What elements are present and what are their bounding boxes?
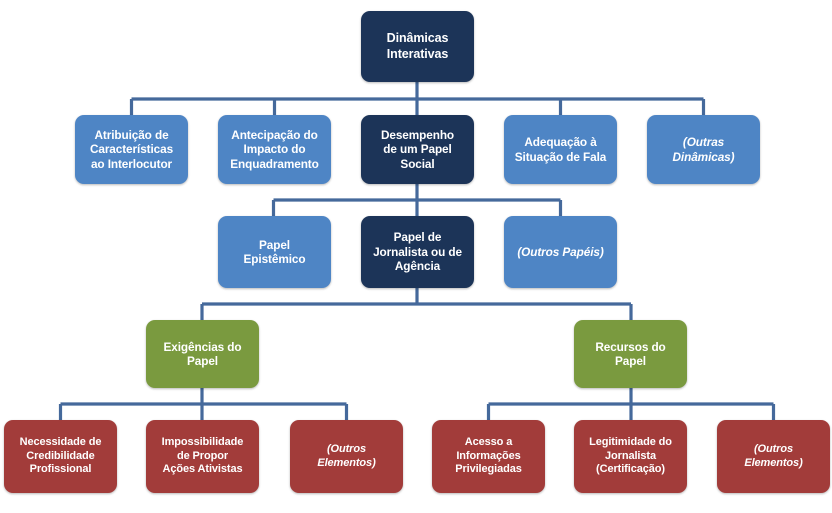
node-label: Antecipação do Impacto do Enquadramento [230,127,319,171]
node-label: (Outros Elementos) [317,443,376,469]
node-exigencias-do-papel[interactable]: Exigências do Papel [146,320,259,388]
node-label: Recursos do Papel [595,339,666,368]
node-label: Legitimidade do Jornalista (Certificação… [589,436,672,476]
node-outros-elementos-exigencias[interactable]: (Outros Elementos) [290,420,403,493]
node-recursos-do-papel[interactable]: Recursos do Papel [574,320,687,388]
node-label: Exigências do Papel [163,339,242,368]
node-outras-dinamicas[interactable]: (Outras Dinâmicas) [647,115,760,184]
node-acesso-informacoes-privilegiadas[interactable]: Acesso a Informações Privilegiadas [432,420,545,493]
node-impossibilidade-acoes-ativistas[interactable]: Impossibilidade de Propor Ações Ativista… [146,420,259,493]
node-label: Papel Epistêmico [243,237,306,266]
node-adequacao-situacao-fala[interactable]: Adequação à Situação de Fala [504,115,617,184]
node-dinamicas-interativas[interactable]: Dinâmicas Interativas [361,11,474,82]
node-antecipacao-impacto[interactable]: Antecipação do Impacto do Enquadramento [218,115,331,184]
node-label: Desempenho de um Papel Social [380,127,455,171]
node-papel-jornalista-agencia[interactable]: Papel de Jornalista ou de Agência [361,216,474,288]
node-outros-elementos-recursos[interactable]: (Outros Elementos) [717,420,830,493]
node-papel-epistemico[interactable]: Papel Epistêmico [218,216,331,288]
node-atribuicao-caracteristicas[interactable]: Atribuição de Características ao Interlo… [75,115,188,184]
node-legitimidade-jornalista[interactable]: Legitimidade do Jornalista (Certificação… [574,420,687,493]
node-outros-papeis[interactable]: (Outros Papéis) [504,216,617,288]
node-label: Adequação à Situação de Fala [514,135,607,164]
node-label: (Outras Dinâmicas) [672,135,735,164]
node-label: Papel de Jornalista ou de Agência [373,230,462,274]
node-label: (Outros Elementos) [744,443,803,469]
node-label: Dinâmicas Interativas [386,31,449,61]
node-label: Necessidade de Credibilidade Profissiona… [19,436,102,476]
node-label: Atribuição de Características ao Interlo… [89,127,174,171]
node-label: (Outros Papéis) [517,244,604,259]
node-desempenho-papel-social[interactable]: Desempenho de um Papel Social [361,115,474,184]
node-label: Impossibilidade de Propor Ações Ativista… [161,436,244,476]
node-label: Acesso a Informações Privilegiadas [455,436,522,476]
node-necessidade-credibilidade[interactable]: Necessidade de Credibilidade Profissiona… [4,420,117,493]
